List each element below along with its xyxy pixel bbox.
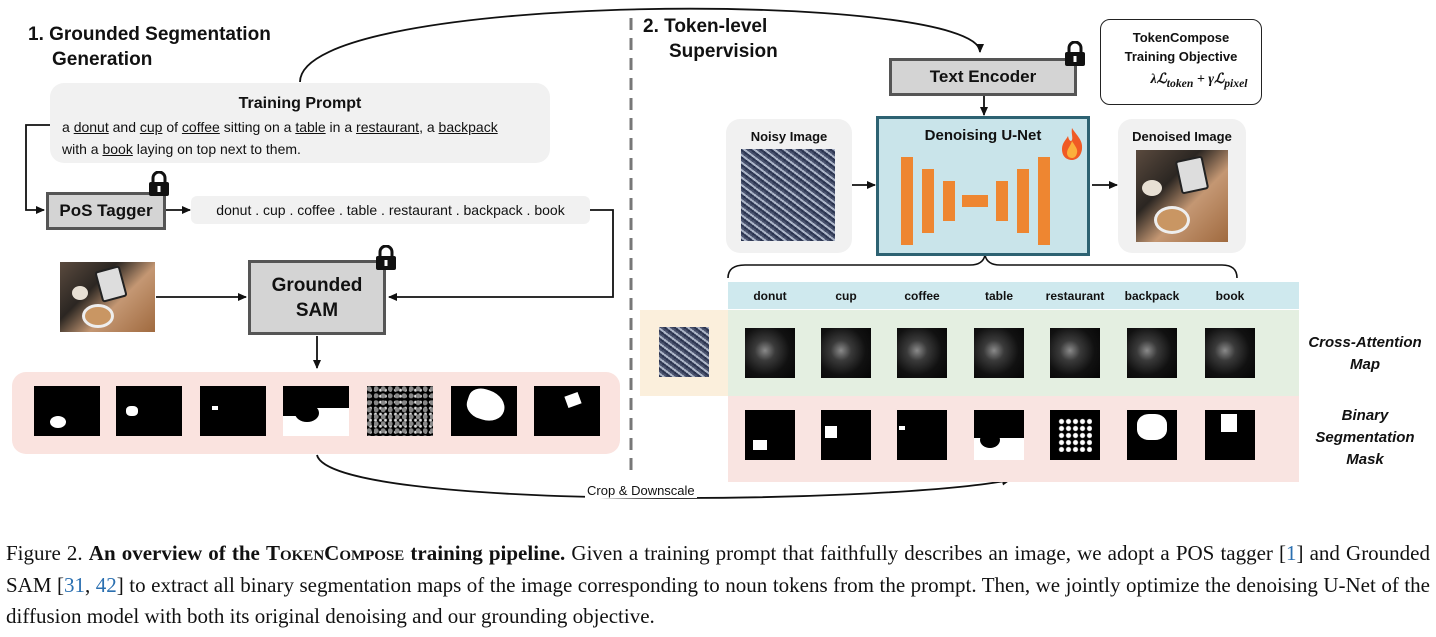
token-label: table — [984, 289, 1013, 303]
token-label: book — [1215, 289, 1245, 303]
prompt-to-tagger-arrow — [25, 124, 52, 214]
text-encoder-box: Text Encoder — [889, 58, 1077, 96]
prompt-fragment: laying on top next to them. — [132, 141, 301, 157]
attention-map-cup — [821, 328, 871, 378]
lock-icon — [1065, 41, 1085, 66]
token-label: backpack — [1124, 289, 1180, 303]
mask-book — [534, 386, 600, 436]
noisy-image-panel: Noisy Image — [726, 119, 852, 253]
brace — [727, 254, 1238, 279]
mask-coffee — [200, 386, 266, 436]
prompt-fragment: sitting on a — [219, 119, 296, 135]
noun-token: donut — [73, 119, 109, 135]
noun-token: restaurant — [356, 119, 420, 135]
training-prompt-panel: Training Prompt a donut and cup of coffe… — [50, 83, 550, 163]
pos-tagger-box: PoS Tagger — [46, 192, 166, 230]
binary-mask-restaurant — [1050, 410, 1100, 460]
denoised-image — [1136, 150, 1228, 242]
attention-map-backpack — [1127, 328, 1177, 378]
noun-token: table — [295, 119, 326, 135]
noisy-thumbnail — [659, 327, 709, 377]
mask-cup — [116, 386, 182, 436]
attention-map-table — [974, 328, 1024, 378]
cross-attention-label: Cross-Attention Map — [1308, 334, 1422, 373]
unet-blocks — [901, 157, 1050, 245]
noun-token: backpack — [438, 119, 498, 135]
prompt-fragment: in a — [325, 119, 357, 135]
figure-caption: Figure 2. An overview of the TokenCompos… — [6, 541, 1431, 628]
prompt-to-encoder-arrow — [299, 7, 984, 83]
section2-title: 2. Token-level Supervision — [643, 16, 778, 62]
mask-table — [283, 386, 349, 436]
prompt-fragment: a — [62, 119, 74, 135]
attention-map-donut — [745, 328, 795, 378]
binary-mask-cup — [821, 410, 871, 460]
prompt-fragment: , a — [419, 119, 439, 135]
lock-icon — [149, 171, 169, 196]
token-label: donut — [753, 289, 787, 303]
prompt-fragment: of — [162, 119, 182, 135]
prompt-fragment: and — [108, 119, 140, 135]
token-label: restaurant — [1045, 289, 1105, 303]
objective-box: TokenCompose Training Objective λℒtoken … — [1100, 19, 1262, 105]
segmentation-masks-panel — [12, 372, 620, 454]
attention-map-book — [1205, 328, 1255, 378]
noisy-image — [741, 149, 835, 241]
fire-icon — [1062, 128, 1083, 160]
noun-token: cup — [139, 119, 163, 135]
noun-list-box: donut . cup . coffee . table . restauran… — [191, 196, 590, 224]
lock-icon — [376, 245, 396, 270]
unet-box: Denoising U-Net — [876, 116, 1090, 256]
token-label: coffee — [904, 289, 940, 303]
binary-mask-table — [974, 410, 1024, 460]
training-prompt-title: Training Prompt — [238, 95, 362, 112]
mask-restaurant — [367, 386, 433, 436]
crop-downscale-label: Crop & Downscale — [585, 483, 697, 498]
binary-mask-coffee — [897, 410, 947, 460]
binary-mask-label: Binary Segmentation Mask — [1315, 407, 1415, 468]
noun-token: book — [102, 141, 133, 157]
token-bar — [728, 282, 1299, 309]
section1-title: 1. Grounded Segmentation Generation — [28, 24, 271, 70]
mask-backpack — [451, 386, 517, 436]
noun-token: coffee — [181, 119, 220, 135]
attention-map-restaurant — [1050, 328, 1100, 378]
token-label: cup — [835, 289, 857, 303]
binary-mask-backpack — [1127, 410, 1177, 460]
mask-donut — [34, 386, 100, 436]
denoised-image-panel: Denoised Image — [1118, 119, 1246, 253]
grounded-sam-box: Grounded SAM — [248, 260, 386, 335]
objective-formula: λℒtoken + γℒpixel — [1150, 72, 1248, 90]
prompt-fragment: with a — [62, 141, 99, 157]
attention-map-coffee — [897, 328, 947, 378]
source-image — [60, 262, 155, 332]
binary-mask-book — [1205, 410, 1255, 460]
binary-mask-donut — [745, 410, 795, 460]
training-prompt-text: a donut and cup of coffee sitting on a t… — [62, 116, 498, 160]
